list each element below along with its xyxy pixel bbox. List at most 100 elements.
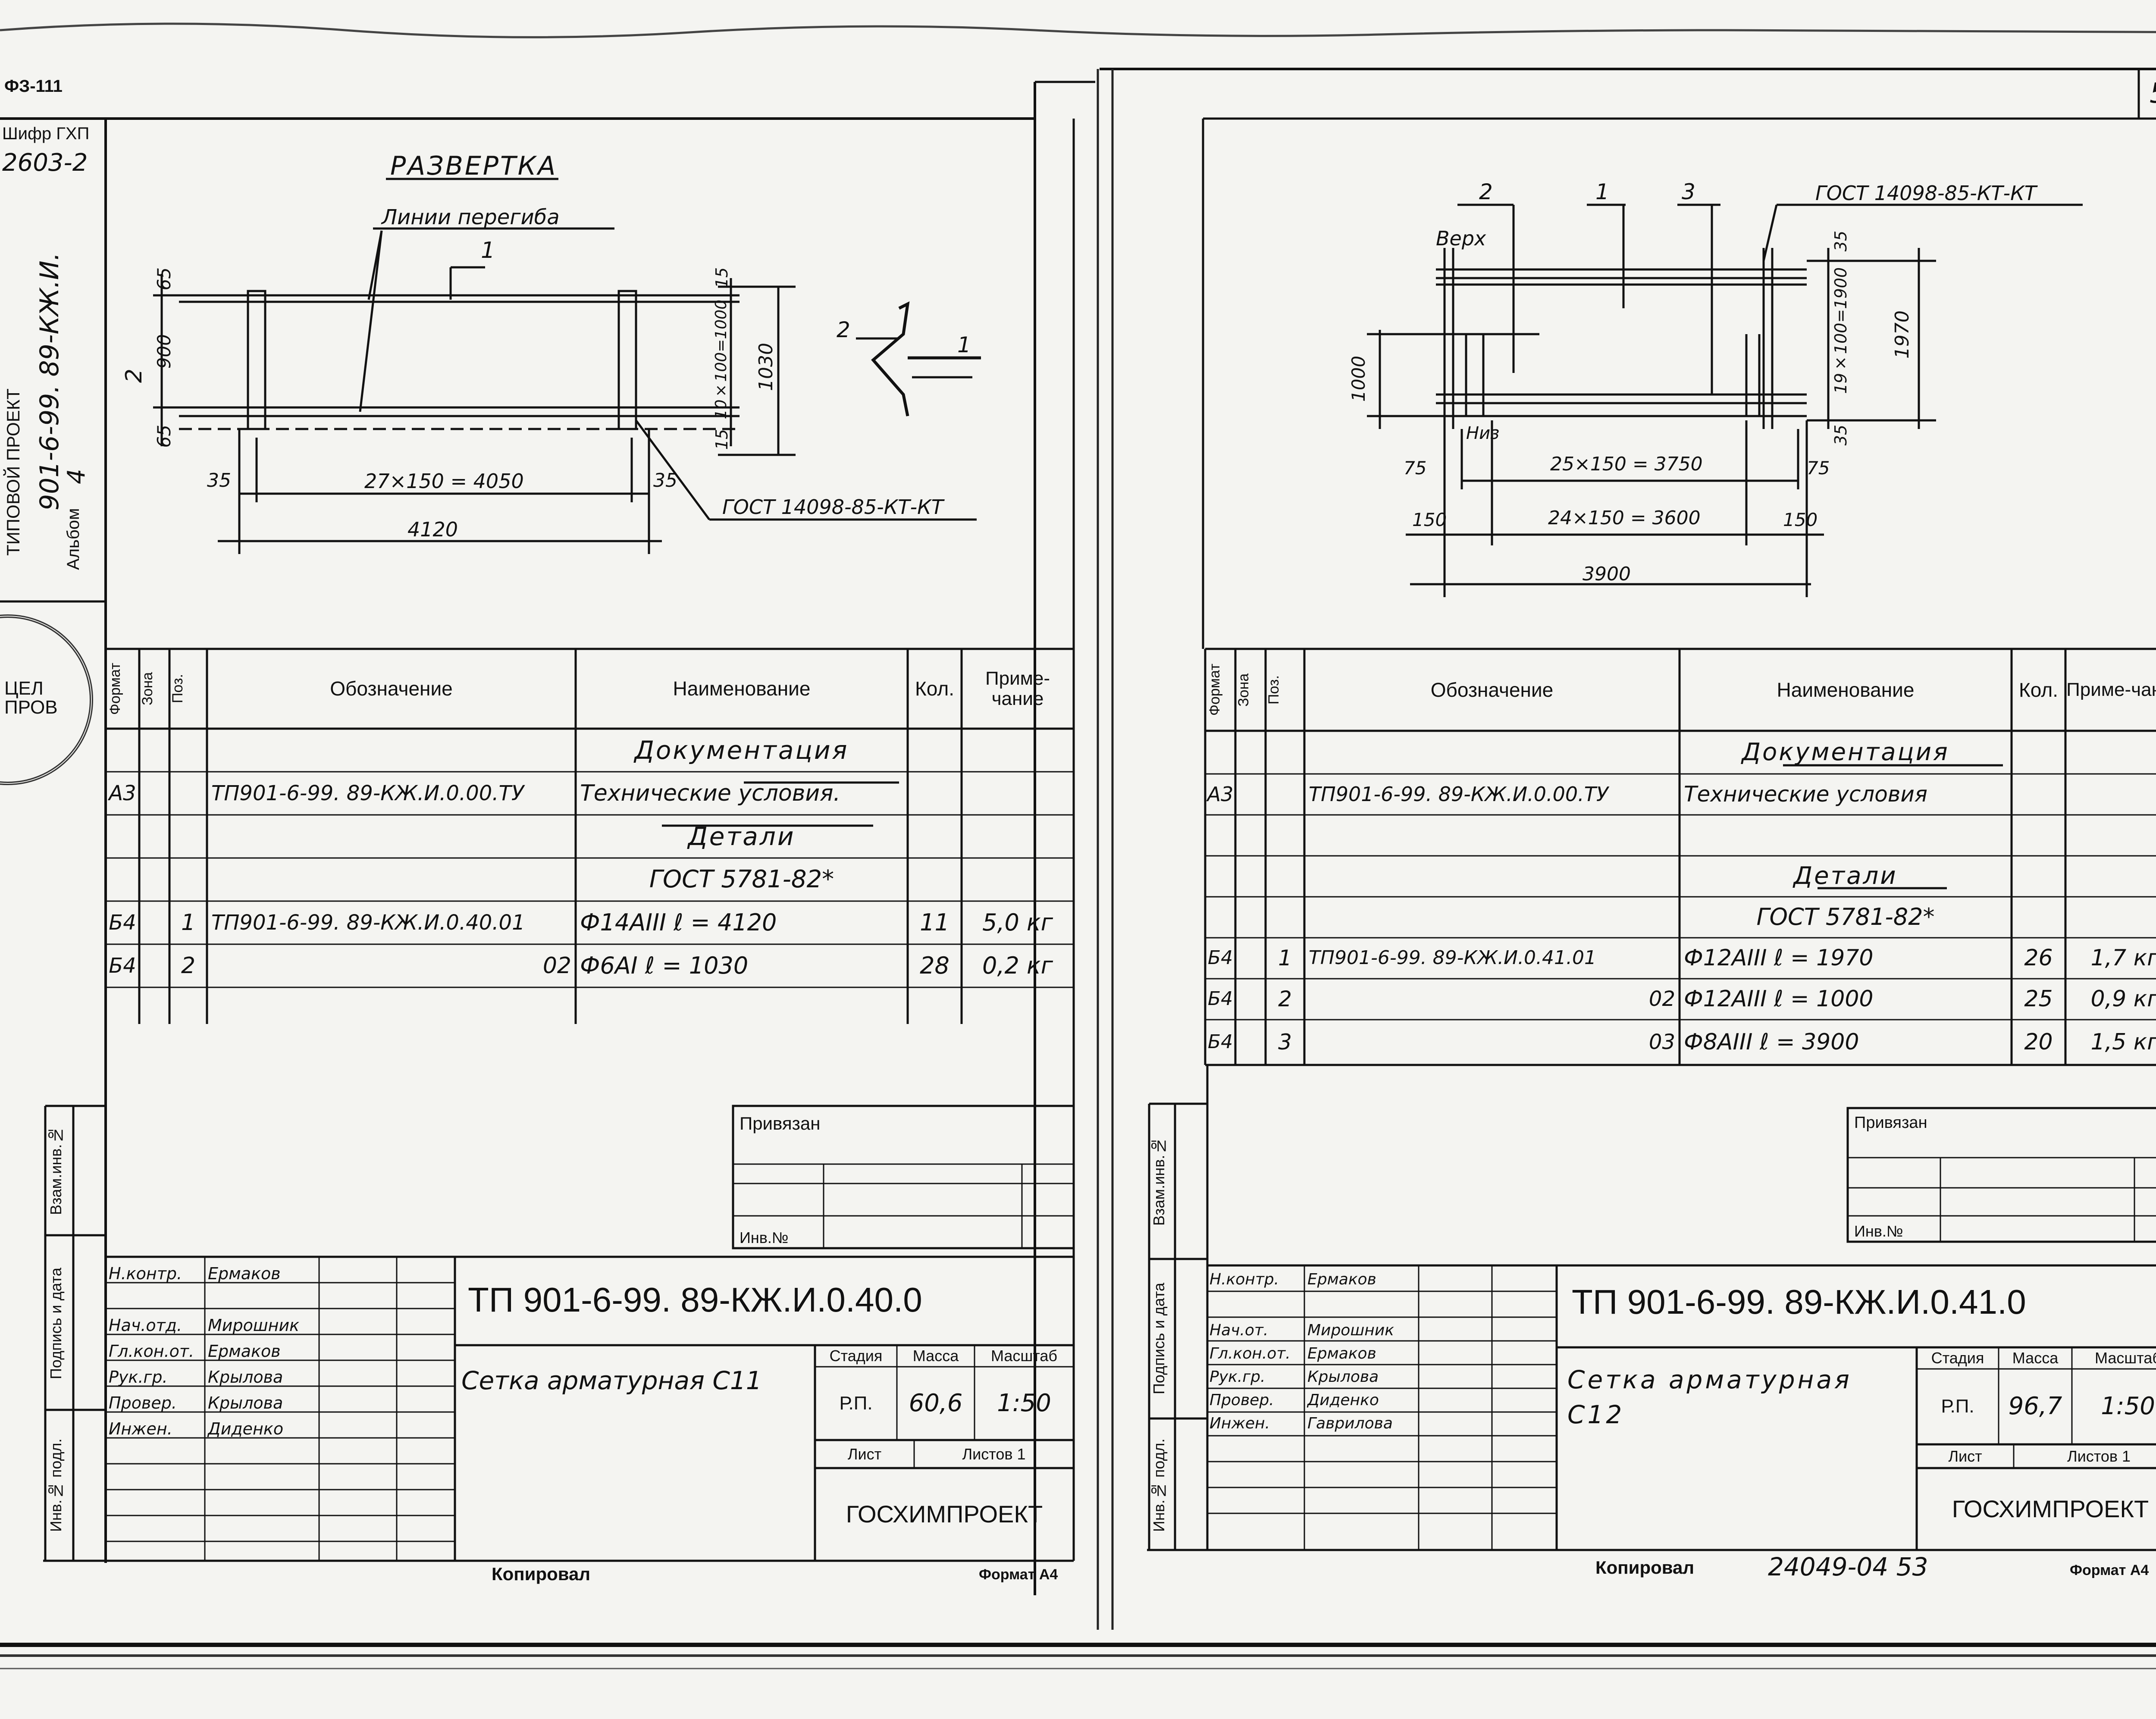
bottom-label: Низ <box>1466 423 1500 443</box>
dim-75-right: 75 <box>1807 457 1830 479</box>
sheet-label: Лист <box>847 1445 882 1463</box>
pos-1-label: 1 <box>1595 179 1609 204</box>
right-spec-grid <box>1204 648 2156 1066</box>
table-row-qty: 25 <box>2024 986 2053 1012</box>
top-label: Верх <box>1436 227 1486 250</box>
stage-label: Стадия <box>829 1347 883 1365</box>
signer-name: Крылова <box>208 1368 283 1387</box>
format-label: Формат А4 <box>979 1566 1058 1583</box>
gost-label: ГОСТ 14098-85-КТ-КТ <box>1815 182 2037 205</box>
table-row-note: 0,2 кг <box>982 952 1053 979</box>
signer-name: Мирошник <box>1307 1321 1394 1339</box>
dim-150-left: 150 <box>1412 509 1447 530</box>
signer-name: Крылова <box>208 1393 283 1412</box>
right-drawing: 2 1 3 ГОСТ 14098-85-КТ-КТ Верх Низ 35 19… <box>1202 117 2156 649</box>
privyazan-label: Привязан <box>1854 1114 1927 1132</box>
margin-label-signature: Подпись и дата <box>1150 1283 1168 1395</box>
table-row-pos: 2 <box>1278 986 1292 1012</box>
signer-role: Провер. <box>109 1393 177 1412</box>
inv-no-label: Инв.№ <box>1854 1222 1903 1240</box>
bend-lines-label: Линии перегиба <box>382 205 560 229</box>
right-drawing-lines <box>1202 117 2156 649</box>
dim-1030: 1030 <box>755 343 777 391</box>
table-row-name: Ф14АIII ℓ = 4120 <box>580 908 777 936</box>
signer-name: Диденко <box>1307 1391 1379 1409</box>
dim-total: 3900 <box>1583 563 1631 585</box>
cipher-label: Шифр ГХП <box>2 124 90 143</box>
table-row-name: Документация <box>634 735 849 765</box>
sheet-label: Лист <box>1948 1447 1982 1465</box>
table-row-name: Документация <box>1742 738 1949 766</box>
hdr-zone: Зона <box>1235 673 1252 707</box>
signer-name: Диденко <box>208 1419 284 1438</box>
dim-35-top: 35 <box>1831 231 1850 252</box>
table-row-fmt: А3 <box>109 781 136 805</box>
gost-label: ГОСТ 14098-85-КТ-КТ <box>722 495 943 519</box>
table-row-note: 0,9 кг <box>2090 986 2156 1012</box>
signer-role: Гл.кон.от. <box>1210 1345 1291 1362</box>
stage-label: Стадия <box>1931 1349 1984 1367</box>
table-row-pos: 2 <box>181 952 196 979</box>
margin-label-signature: Подпись и дата <box>47 1268 65 1380</box>
signer-name: Мирошник <box>208 1316 300 1335</box>
section-pos-1: 1 <box>957 332 971 357</box>
table-row-qty: 11 <box>920 908 950 936</box>
left-spec-grid <box>106 648 1075 1024</box>
right-title-grid <box>1147 1065 2156 1551</box>
dim-span-1: 25×150 = 3750 <box>1550 453 1703 475</box>
dim-15-bot: 15 <box>712 429 731 450</box>
hdr-note: Приме-чание <box>2066 679 2156 700</box>
hdr-name: Наименование <box>673 677 811 700</box>
hdr-qty: Кол. <box>915 677 954 700</box>
dim-900: 900 <box>154 334 175 369</box>
scale-value: 1:50 <box>997 1389 1051 1417</box>
scale-value: 1:50 <box>2101 1392 2155 1421</box>
table-row-fmt: Б4 <box>1207 1031 1233 1053</box>
table-row-name: ГОСТ 5781-82* <box>1756 903 1935 931</box>
dim-35-left: 35 <box>207 470 231 492</box>
table-row-name: Ф8АIII ℓ = 3900 <box>1684 1029 1859 1055</box>
dim-span-2: 24×150 = 3600 <box>1548 507 1701 529</box>
left-drawing-lines <box>153 119 1075 649</box>
cipher-value: 2603-2 <box>2 149 88 177</box>
hdr-pos: Поз. <box>1266 675 1282 705</box>
table-row-qty: 28 <box>920 952 950 979</box>
table-row-name: Ф12АIII ℓ = 1000 <box>1684 986 1874 1012</box>
signer-role: Гл.кон.от. <box>109 1342 194 1361</box>
sheets-label: Листов 1 <box>2067 1447 2131 1465</box>
album-label: Альбом <box>64 508 83 570</box>
signer-role: Рук.гр. <box>1210 1368 1266 1386</box>
table-row-code: ТП901-6-99. 89-КЖ.И.0.41.01 <box>1309 947 1596 969</box>
table-row-note: 5,0 кг <box>982 908 1053 936</box>
stamp-text: ЦЕЛ ПРОВ <box>4 678 58 718</box>
page-number: 52 <box>2150 80 2156 107</box>
dim-1970: 1970 <box>1891 310 1913 359</box>
dim-150-right: 150 <box>1783 509 1818 530</box>
album-value: 4 <box>63 469 91 484</box>
table-row-name: Ф12АIII ℓ = 1970 <box>1684 945 1874 971</box>
org-name: ГОСХИМПРОЕКТ <box>846 1500 1043 1528</box>
hdr-code: Обозначение <box>1430 678 1554 701</box>
stage-value: Р.П. <box>1941 1396 1974 1417</box>
hdr-note: Приме-чание <box>985 668 1050 709</box>
signer-name: Ермаков <box>1307 1345 1376 1362</box>
inv-no-label: Инв.№ <box>740 1229 789 1246</box>
signer-role: Инжен. <box>109 1419 172 1438</box>
table-row-note: 1,7 кг <box>2090 945 2156 971</box>
dim-15-top: 15 <box>712 267 731 288</box>
signer-name: Ермаков <box>208 1342 281 1361</box>
dim-total: 4120 <box>407 518 458 541</box>
table-row-fmt: Б4 <box>109 910 136 935</box>
project-value: 901-6-99. 89-КЖ.И. <box>34 252 65 511</box>
privyazan-label: Привязан <box>740 1113 821 1133</box>
signer-role: Провер. <box>1210 1391 1274 1409</box>
signer-name: Ермаков <box>1307 1271 1376 1288</box>
dim-1000: 1000 <box>1348 356 1369 402</box>
dim-35-bot: 35 <box>1831 425 1850 446</box>
archive-number: 24049-04 53 <box>1768 1552 1928 1581</box>
table-row-code: ТП901-6-99. 89-КЖ.И.0.00.ТУ <box>1309 783 1608 806</box>
copied-label: Копировал <box>492 1564 591 1584</box>
table-row-qty: 26 <box>2024 945 2053 971</box>
table-row-pos: 3 <box>1278 1030 1292 1055</box>
